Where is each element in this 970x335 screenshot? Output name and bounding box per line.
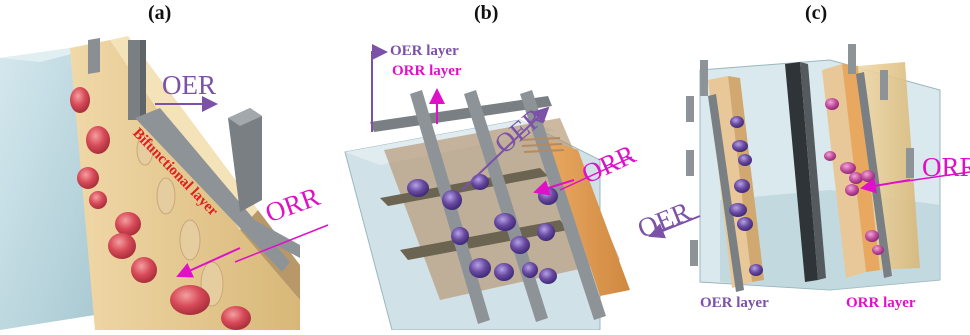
bubble xyxy=(471,174,489,190)
panel-letter-a: (a) xyxy=(148,2,172,24)
bubble xyxy=(86,126,110,154)
bubble xyxy=(537,223,555,241)
bubble xyxy=(108,233,136,259)
membrane-side-c xyxy=(800,62,826,280)
mesh-b xyxy=(519,137,565,153)
bubble xyxy=(89,191,107,209)
bubble xyxy=(221,306,251,330)
bar-b2 xyxy=(400,220,568,260)
orr-layer-label-c: ORR layer xyxy=(846,295,916,311)
electrolyte-a xyxy=(0,48,95,330)
oer-layer-label-c: OER layer xyxy=(700,295,769,311)
bubble xyxy=(469,258,491,278)
bar-b3 xyxy=(370,96,552,132)
oer-arrow-b xyxy=(461,106,550,191)
bubble xyxy=(824,151,836,161)
electrode-edge-b xyxy=(548,140,630,296)
bubble xyxy=(749,264,763,276)
collector-rail2-a xyxy=(236,212,300,258)
orr-arrow-b xyxy=(533,179,575,196)
bubble xyxy=(115,212,141,236)
oer-label-a: OER xyxy=(162,70,216,100)
bubble xyxy=(734,179,750,193)
pore-a1 xyxy=(156,177,176,215)
bubbles-c-left xyxy=(729,116,763,276)
collector-bar-a1 xyxy=(128,40,140,120)
orr-underline-c xyxy=(899,171,970,183)
bubble xyxy=(70,87,90,113)
bubble xyxy=(825,98,839,110)
bubble xyxy=(170,285,210,315)
bubble xyxy=(732,140,748,152)
bubble xyxy=(494,263,514,281)
bubble xyxy=(407,179,429,197)
bubble xyxy=(845,184,859,196)
bubble xyxy=(510,236,530,254)
bubble xyxy=(539,268,557,284)
bubble xyxy=(737,217,753,231)
rail-c1 xyxy=(708,94,744,292)
orr-underline-b xyxy=(559,156,633,191)
collector-post-top-a xyxy=(228,108,262,126)
bubble xyxy=(730,116,744,128)
pore-a4 xyxy=(136,134,154,166)
post-c2 xyxy=(686,96,694,122)
orr-layer-label-b: ORR layer xyxy=(392,63,462,79)
orr-label-c: ORR xyxy=(922,152,970,182)
post-c5 xyxy=(848,44,856,74)
bubble xyxy=(865,230,879,242)
bubbles-b xyxy=(407,174,558,284)
bubbles-c-right xyxy=(824,98,884,255)
membrane-c xyxy=(785,62,818,282)
post-c4 xyxy=(690,240,698,266)
oer-layer-label-b: OER layer xyxy=(390,43,459,59)
electrode-right-front-c xyxy=(842,64,880,272)
bubble xyxy=(494,213,516,231)
bubble xyxy=(442,190,462,210)
oer-arrow-c xyxy=(648,215,701,239)
panel-c xyxy=(648,44,970,292)
bubble xyxy=(872,245,884,255)
bubble xyxy=(840,162,856,174)
panel-letter-b: (b) xyxy=(474,2,499,24)
bubble xyxy=(451,227,469,245)
panel-letter-c: (c) xyxy=(805,2,828,24)
orr-arrow-a xyxy=(176,247,241,278)
bubble xyxy=(861,170,875,182)
bubble xyxy=(77,167,99,189)
collector-b3 xyxy=(520,90,606,320)
collector-bar-a0 xyxy=(88,38,100,74)
electrode-right-back-c xyxy=(858,62,920,270)
post-c6 xyxy=(880,70,888,100)
post-c7 xyxy=(906,148,914,178)
bubble xyxy=(738,154,752,166)
post-c1 xyxy=(700,60,708,96)
bubbles-a xyxy=(70,87,251,330)
collector-bar-a1-side xyxy=(140,40,146,120)
pore-a2 xyxy=(179,219,201,261)
collector-post-a xyxy=(228,108,262,212)
orr-underline-a xyxy=(234,224,329,263)
panel-a xyxy=(0,36,329,330)
bubble xyxy=(729,203,747,217)
oer-layer-bracket-b xyxy=(371,44,388,132)
bubble xyxy=(522,262,538,278)
bubble xyxy=(849,172,863,184)
post-c3 xyxy=(686,150,694,176)
bubble xyxy=(131,257,157,283)
panel-b xyxy=(344,44,633,331)
